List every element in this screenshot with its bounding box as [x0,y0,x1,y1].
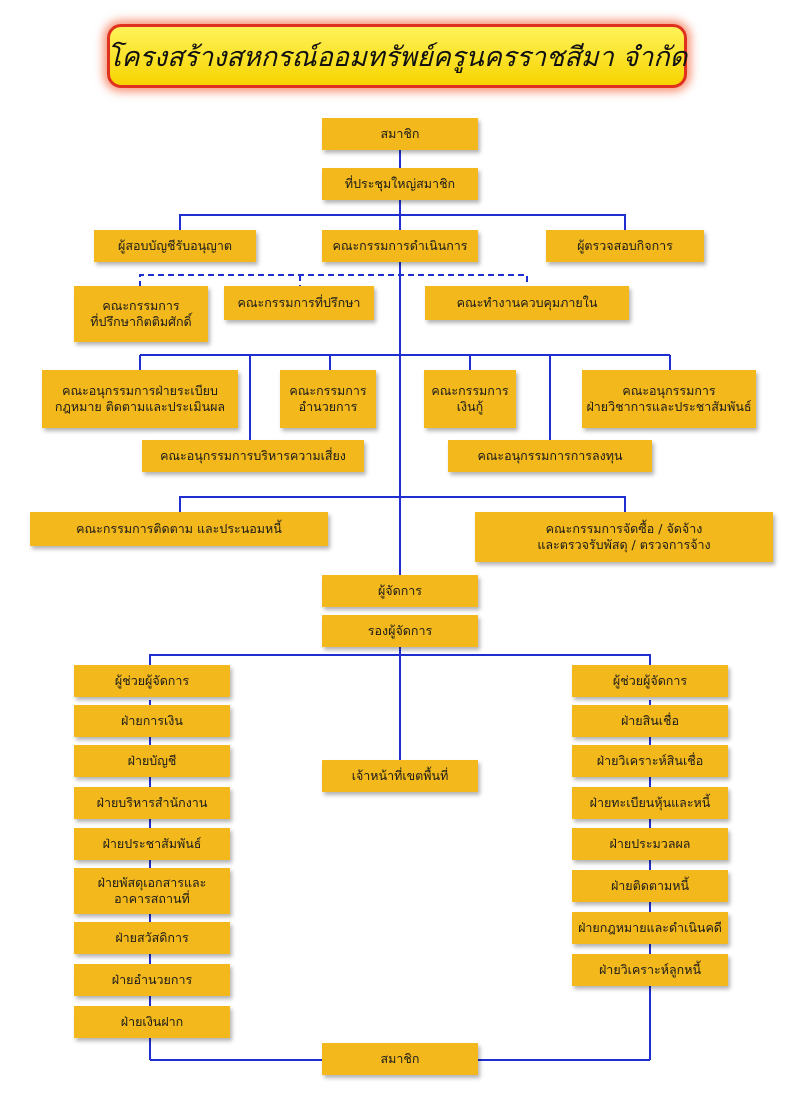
right-dept-2: ฝ่ายวิเคราะห์สินเชื่อ [572,745,728,777]
box-procurement-committee: คณะกรรมการจัดซื้อ / จัดจ้าง และตรวจรับพั… [475,512,773,562]
right-dept-1: ฝ่ายสินเชื่อ [572,705,728,737]
box-members-top: สมาชิก [322,118,478,150]
box-area-officer: เจ้าหน้าที่เขตพื้นที่ [322,760,478,792]
box-loan-committee: คณะกรรมการ เงินกู้ [424,370,516,428]
box-internal-control-team: คณะทำงานควบคุมภายใน [425,286,629,320]
left-dept-0: ผู้ช่วยผู้จัดการ [74,665,230,697]
page-title: โครงสร้างสหกรณ์ออมทรัพย์ครูนครราชสีมา จำ… [106,41,688,73]
box-administration-committee: คณะกรรมการ อำนวยการ [280,370,376,428]
right-dept-5: ฝ่ายติดตามหนี้ [572,870,728,902]
left-dept-4: ฝ่ายประชาสัมพันธ์ [74,828,230,860]
left-dept-2: ฝ่ายบัญชี [74,745,230,777]
box-academic-pr-subcommittee: คณะอนุกรรมการ ฝ่ายวิชาการและประชาสัมพันธ… [582,370,756,428]
box-manager: ผู้จัดการ [322,575,478,607]
box-general-meeting: ที่ประชุมใหญ่สมาชิก [322,168,478,200]
left-dept-5: ฝ่ายพัสดุเอกสารและ อาคารสถานที่ [74,868,230,914]
box-advisory-committee: คณะกรรมการที่ปรึกษา [224,286,374,320]
right-dept-4: ฝ่ายประมวลผล [572,828,728,860]
advisory-dashed-bar [139,274,528,287]
box-board-of-directors: คณะกรรมการดำเนินการ [322,230,478,262]
right-dept-3: ฝ่ายทะเบียนหุ้นและหนี้ [572,787,728,819]
box-honorary-advisory-committee: คณะกรรมการ ที่ปรึกษากิตติมศักดิ์ [74,286,208,342]
box-regulation-subcommittee: คณะอนุกรรมการฝ่ายระเบียบ กฎหมาย ติดตามแล… [42,370,238,428]
box-investment-subcommittee: คณะอนุกรรมการการลงทุน [448,440,652,472]
committees-bar [179,496,626,512]
auditors-bar [179,214,626,232]
right-dept-6: ฝ่ายกฎหมายและดำเนินคดี [572,912,728,944]
left-dept-8: ฝ่ายเงินฝาก [74,1006,230,1038]
box-risk-subcommittee: คณะอนุกรรมการบริหารความเสี่ยง [142,440,364,472]
right-dept-7: ฝ่ายวิเคราะห์ลูกหนี้ [572,954,728,986]
title-banner: โครงสร้างสหกรณ์ออมทรัพย์ครูนครราชสีมา จำ… [107,24,687,88]
right-dept-0: ผู้ช่วยผู้จัดการ [572,665,728,697]
box-members-bottom: สมาชิก [322,1043,478,1075]
left-dept-1: ฝ่ายการเงิน [74,705,230,737]
box-deputy-manager: รองผู้จัดการ [322,615,478,647]
left-dept-7: ฝ่ายอำนวยการ [74,964,230,996]
box-licensed-auditor: ผู้สอบบัญชีรับอนุญาต [94,230,256,262]
left-dept-6: ฝ่ายสวัสดิการ [74,922,230,954]
box-debt-followup-committee: คณะกรรมการติดตาม และประนอมหนี้ [30,512,328,546]
left-dept-3: ฝ่ายบริหารสำนักงาน [74,787,230,819]
box-business-auditor: ผู้ตรวจสอบกิจการ [546,230,704,262]
